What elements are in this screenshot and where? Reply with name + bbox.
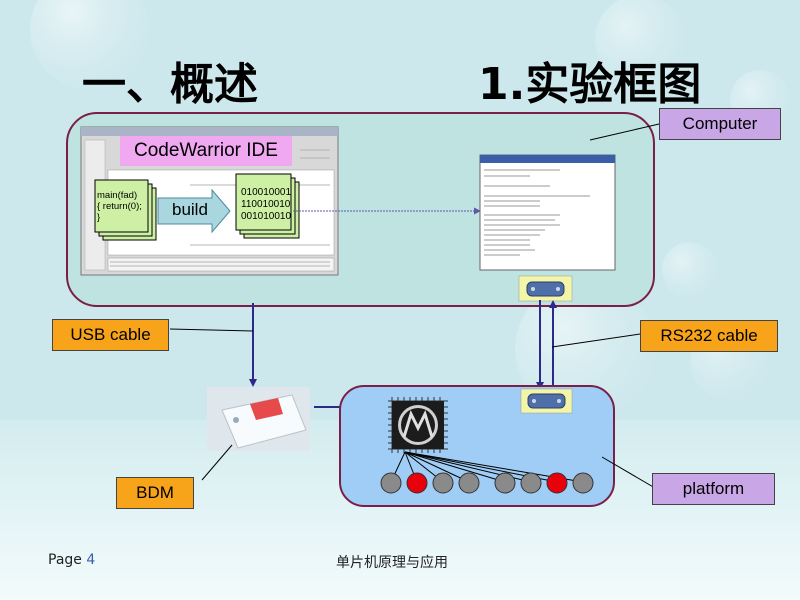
build-label: build: [172, 200, 208, 219]
rs232-pointer-line: [551, 333, 641, 348]
terminal-screenshot: [479, 154, 616, 271]
led-5-gray: [494, 472, 516, 494]
footer-course-name: 单片机原理与应用: [336, 555, 448, 571]
led-3-gray: [432, 472, 454, 494]
slide-title-left: 一、概述: [82, 59, 258, 110]
rs232-cable: [536, 300, 557, 390]
led-2-red: [406, 472, 428, 494]
binary-line-3: 001010010: [241, 211, 292, 222]
led-row: [380, 472, 594, 494]
binary-card: [235, 173, 300, 239]
bdm-label: BDM: [116, 477, 194, 509]
motorola-logo-icon: [402, 409, 434, 438]
led-1-gray: [380, 472, 402, 494]
binary-line-2: 110010010: [241, 199, 291, 210]
led-7-red: [546, 472, 568, 494]
footer-page: Page 4: [48, 552, 95, 568]
computer-serial-port-icon: [518, 275, 573, 302]
footer-page-number: 4: [86, 552, 96, 568]
source-code-line-2: { return(0);: [97, 201, 142, 212]
led-4-gray: [458, 472, 480, 494]
computer-pointer-line: [589, 123, 660, 141]
usb-pointer-line: [169, 328, 254, 332]
footer-page-label: Page: [48, 552, 82, 568]
source-code-text: main(fad) { return(0); }: [97, 190, 147, 223]
platform-pointer-line: [601, 456, 656, 489]
binary-line-1: 010010001: [241, 187, 292, 198]
led-8-gray: [572, 472, 594, 494]
rs232-cable-label: RS232 cable: [640, 320, 778, 352]
bdm-pointer-line: [201, 444, 233, 481]
computer-label: Computer: [659, 108, 781, 140]
binary-code-text: 010010001 110010010 001010010: [241, 187, 293, 223]
ide-label-background: [120, 136, 292, 166]
platform-serial-port-icon: [520, 388, 573, 414]
source-code-card: [94, 179, 157, 241]
source-code-line-3: }: [97, 212, 101, 223]
led-6-gray: [520, 472, 542, 494]
slide-title-right: 1.实验框图: [478, 59, 702, 110]
usb-cable-label: USB cable: [52, 319, 169, 351]
source-code-line-1: main(fad): [97, 190, 138, 201]
bdm-device-image: [207, 387, 310, 451]
ide-label: CodeWarrior IDE: [134, 140, 278, 161]
build-arrow: [157, 188, 231, 234]
platform-label: platform: [652, 473, 775, 505]
mcu-chip: [388, 397, 448, 453]
